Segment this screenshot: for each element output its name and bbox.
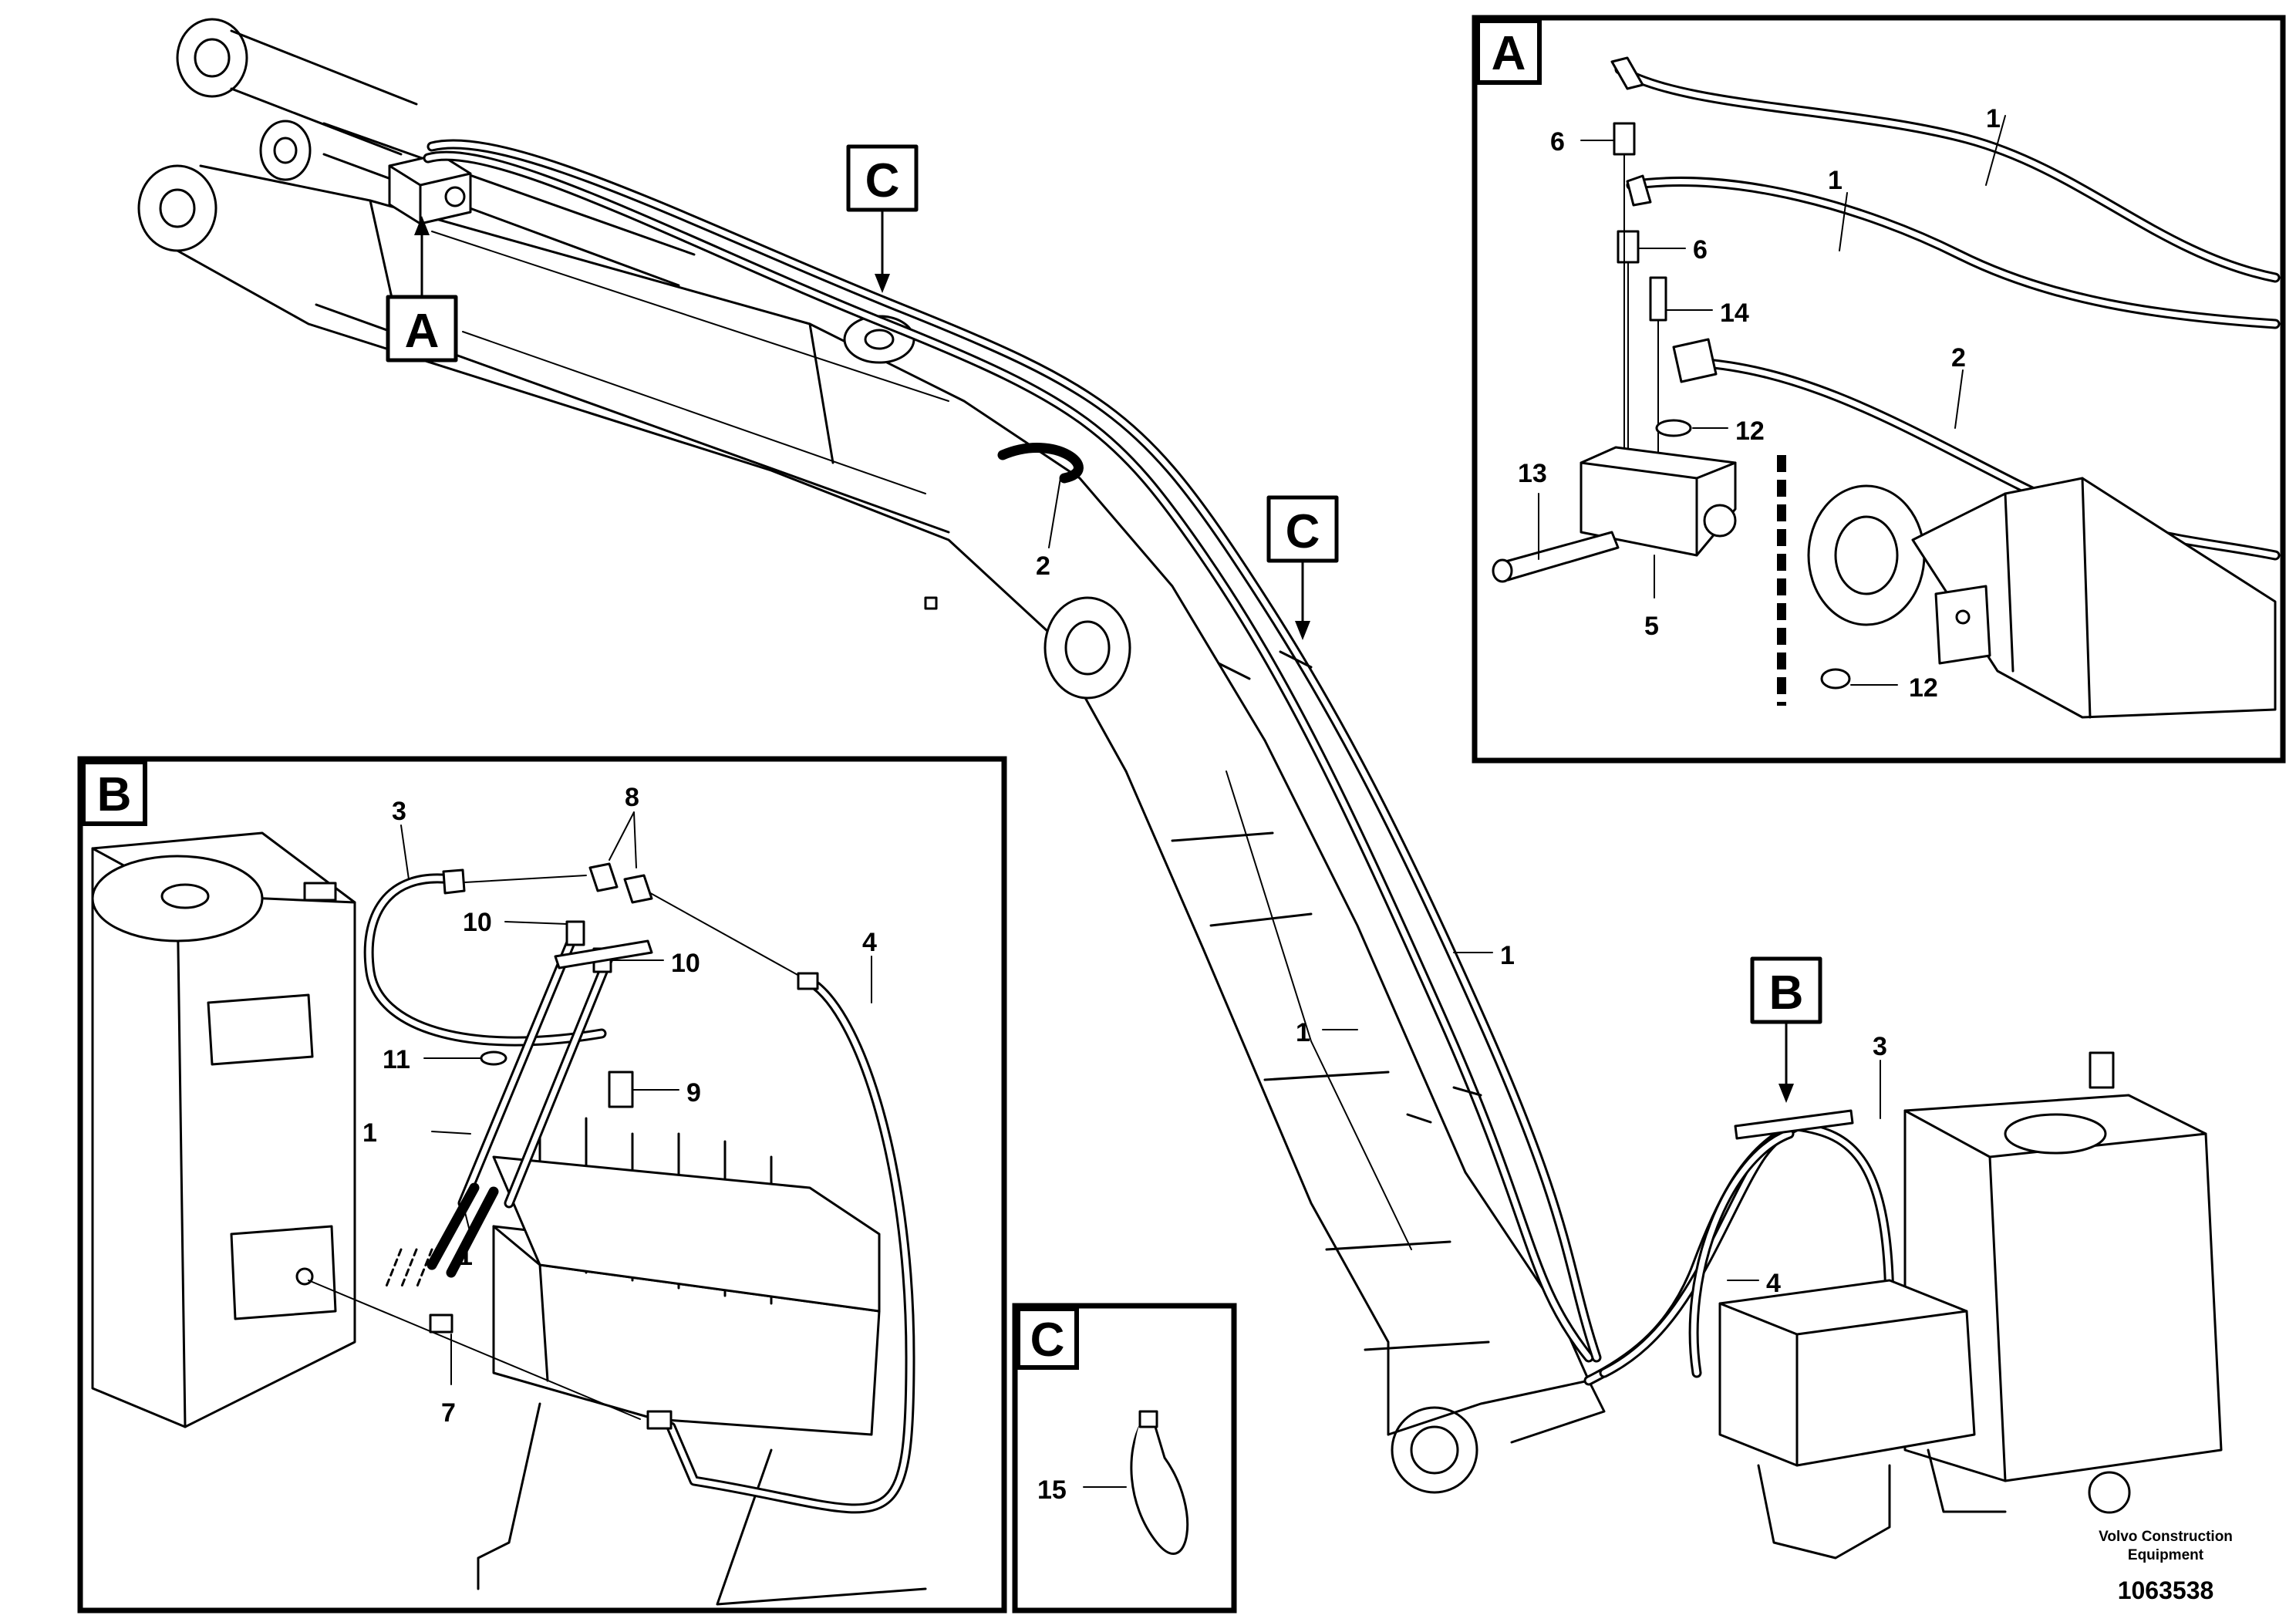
detail-a-hoses [1610, 56, 2281, 561]
detail-a-part-2: 2 [1951, 343, 1966, 373]
detail-a-letter: A [1492, 27, 1526, 80]
detail-a-valve-block [1492, 446, 1737, 583]
detail-a-panel: A [1472, 15, 2286, 764]
detail-b-part-7: 7 [441, 1398, 456, 1428]
detail-b-fittings [429, 862, 819, 1430]
main-callout-a-label: A [405, 305, 440, 358]
detail-b-part-numbers: 1 1 3 4 7 8 9 10 10 11 [362, 783, 877, 1428]
main-part-1b: 1 [1500, 941, 1515, 970]
detail-b-tank [91, 831, 356, 1428]
detail-a-part-5: 5 [1644, 612, 1659, 641]
footer-branding: Volvo Construction Equipment 1063538 [2099, 1529, 2233, 1604]
main-callout-c-1: C [846, 144, 919, 293]
detail-c-part-15: 15 [1037, 1475, 1067, 1505]
main-callout-c-2: C [1266, 495, 1339, 640]
valve-block-on-boom [388, 153, 472, 225]
main-part-numbers: 1 1 2 3 4 [1036, 477, 1887, 1298]
detail-a-cylinder [1807, 477, 2277, 719]
main-part-1a: 1 [1296, 1018, 1310, 1047]
detail-b-part-4: 4 [862, 928, 877, 957]
detail-b-letter: B [97, 768, 132, 821]
main-part-2: 2 [1036, 551, 1050, 581]
detail-a-part-numbers: 1 1 2 5 6 6 12 12 13 14 [1518, 104, 2006, 703]
detail-a-part-6b: 6 [1693, 235, 1708, 265]
detail-b-hoses [308, 873, 915, 1514]
detail-b-part-1a: 1 [362, 1118, 377, 1148]
main-part-4: 4 [1766, 1269, 1781, 1298]
tank-and-control-valve [1718, 1051, 2223, 1560]
main-callout-b-label: B [1769, 966, 1804, 1020]
detail-a-part-6a: 6 [1550, 127, 1565, 157]
cable-tie-illustration [1130, 1410, 1189, 1555]
detail-a-part-12b: 12 [1909, 673, 1938, 703]
boom-illustration [137, 18, 2223, 1560]
detail-b-part-1b: 1 [458, 1242, 473, 1271]
detail-c-panel: C 15 [1012, 1303, 1237, 1614]
detail-b-part-11: 11 [383, 1045, 410, 1074]
main-callout-c2-label: C [1286, 505, 1320, 558]
detail-b-part-10a: 10 [463, 908, 492, 937]
detail-b-part-10b: 10 [671, 949, 700, 978]
detail-b-part-3: 3 [392, 797, 406, 826]
detail-a-part-14: 14 [1720, 298, 1749, 328]
document-number: 1063538 [2118, 1576, 2214, 1604]
main-part-3: 3 [1873, 1032, 1887, 1061]
brand-line-1: Volvo Construction [2099, 1529, 2233, 1545]
arm-cylinder [176, 18, 696, 287]
detail-b-panel: B [77, 756, 1007, 1614]
detail-a-part-12a: 12 [1735, 416, 1765, 446]
detail-c-letter: C [1030, 1313, 1065, 1367]
detail-b-part-9: 9 [686, 1078, 701, 1108]
detail-a-part-1a: 1 [1986, 104, 2001, 133]
boom-hoses [423, 139, 1602, 1363]
main-callout-b: B [1750, 956, 1822, 1103]
boom-upper-section [137, 164, 1266, 773]
main-callout-a: A [386, 216, 458, 363]
detail-a-part-1b: 1 [1828, 166, 1843, 195]
main-callout-c1-label: C [865, 154, 900, 207]
detail-b-part-8: 8 [625, 783, 639, 812]
valve-hoses [1583, 1109, 1895, 1386]
detail-a-part-13: 13 [1518, 459, 1547, 488]
detail-a-fittings [1613, 122, 1851, 690]
detail-b-control-valve [477, 1117, 927, 1606]
brand-line-2: Equipment [2128, 1547, 2204, 1563]
